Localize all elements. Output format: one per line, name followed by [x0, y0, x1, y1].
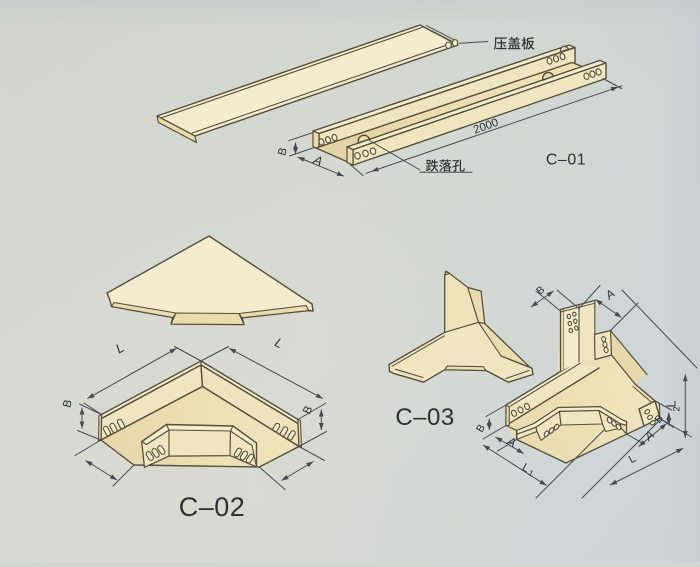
svg-text:C–02: C–02: [179, 492, 246, 522]
svg-text:L: L: [627, 452, 639, 466]
svg-text:C–01: C–01: [546, 152, 586, 169]
svg-text:L: L: [664, 400, 679, 407]
svg-text:B: B: [61, 398, 75, 409]
svg-text:B: B: [276, 146, 290, 157]
svg-text:C–03: C–03: [395, 404, 454, 431]
svg-text:1: 1: [527, 468, 536, 478]
svg-text:2: 2: [672, 406, 683, 411]
